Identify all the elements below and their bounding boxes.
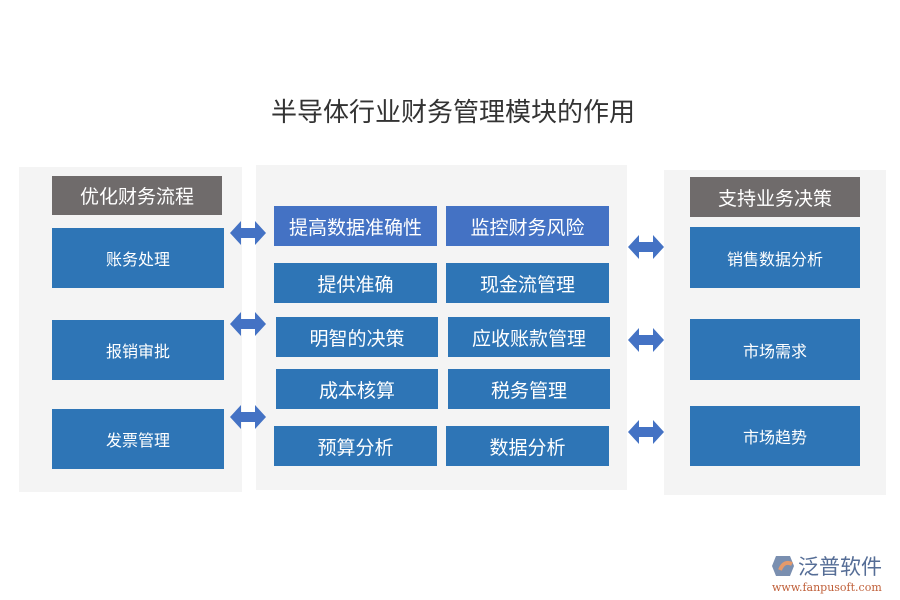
center-item: 税务管理 xyxy=(448,369,610,409)
center-item: 成本核算 xyxy=(276,369,438,409)
double-arrow-icon xyxy=(628,420,664,444)
logo: 泛普软件 www.fanpusoft.com xyxy=(770,551,895,596)
center-item: 提供准确 xyxy=(274,263,437,303)
page-title: 半导体行业财务管理模块的作用 xyxy=(270,98,635,128)
logo-url: www.fanpusoft.com xyxy=(772,581,882,594)
right-header: 支持业务决策 xyxy=(690,177,860,217)
center-item: 数据分析 xyxy=(446,426,609,466)
right-item: 市场趋势 xyxy=(690,406,860,466)
left-header: 优化财务流程 xyxy=(52,176,222,215)
center-item: 提高数据准确性 xyxy=(274,206,437,246)
right-item: 市场需求 xyxy=(690,319,860,380)
center-item: 应收账款管理 xyxy=(448,317,610,357)
center-item: 监控财务风险 xyxy=(446,206,609,246)
left-item: 账务处理 xyxy=(52,228,224,288)
double-arrow-icon xyxy=(230,221,266,245)
double-arrow-icon xyxy=(230,405,266,429)
double-arrow-icon xyxy=(230,312,266,336)
fanpu-logo-icon xyxy=(772,556,794,576)
left-item: 报销审批 xyxy=(52,320,224,380)
center-item: 现金流管理 xyxy=(446,263,609,303)
double-arrow-icon xyxy=(628,328,664,352)
logo-name: 泛普软件 xyxy=(798,555,882,579)
double-arrow-icon xyxy=(628,235,664,259)
right-item: 销售数据分析 xyxy=(690,227,860,288)
center-item: 预算分析 xyxy=(274,426,437,466)
left-item: 发票管理 xyxy=(52,409,224,469)
center-item: 明智的决策 xyxy=(276,317,438,357)
